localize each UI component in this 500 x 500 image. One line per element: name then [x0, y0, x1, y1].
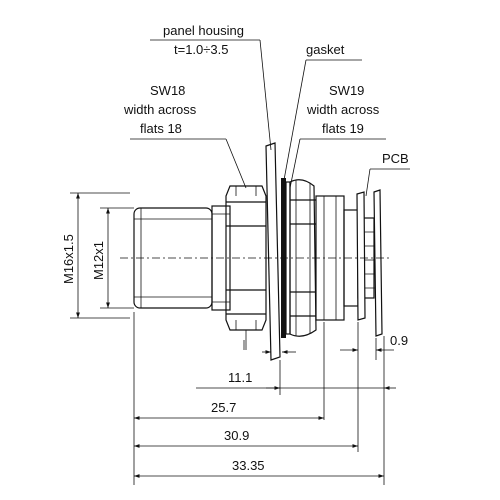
panel-housing-plate [265, 142, 281, 361]
dim-pcb: 0.9 [340, 333, 408, 352]
m16-thread-label: M16x1.5 [61, 234, 76, 284]
sw19-title: SW19 [329, 83, 364, 98]
sw19-rear-nut [289, 179, 317, 337]
dim-11-1: 11.1 [196, 370, 396, 390]
panel-thickness-label: t=1.0÷3.5 [174, 42, 228, 57]
extension-lines [133, 312, 385, 485]
m12-thread-label: M12x1 [91, 241, 106, 280]
sw18-title: SW18 [150, 83, 185, 98]
dim-panel-small [243, 340, 296, 354]
label-sw18: SW18 width across flats 18 [123, 83, 247, 189]
dim-33-35-value: 33.35 [232, 458, 265, 473]
dim-25-7: 25.7 [134, 400, 324, 420]
label-gasket: gasket [283, 42, 362, 181]
dim-m12: M12x1 [91, 207, 134, 309]
dim-25-7-value: 25.7 [211, 400, 236, 415]
dim-11-1-value: 11.1 [228, 370, 252, 385]
dim-30-9-value: 30.9 [224, 428, 249, 443]
dim-33-35: 33.35 [134, 458, 384, 478]
label-panel-housing: panel housing t=1.0÷3.5 [150, 23, 272, 151]
dim-pcb-value: 0.9 [390, 333, 408, 348]
gasket-label: gasket [306, 42, 345, 57]
sw19-line2: flats 19 [322, 121, 364, 136]
dim-30-9: 30.9 [134, 358, 359, 452]
label-sw19: SW19 width across flats 19 [289, 83, 386, 189]
sw18-hex-nut [225, 185, 267, 331]
sw18-line2: flats 18 [140, 121, 182, 136]
panel-housing-label: panel housing [163, 23, 244, 38]
connector-body [120, 142, 392, 361]
pcb-label: PCB [382, 151, 409, 166]
label-pcb: PCB [365, 151, 410, 197]
sw19-line1: width across [306, 102, 380, 117]
dim-m16: M16x1.5 [61, 192, 130, 319]
pcb-plate [356, 189, 383, 337]
sw18-line1: width across [123, 102, 197, 117]
